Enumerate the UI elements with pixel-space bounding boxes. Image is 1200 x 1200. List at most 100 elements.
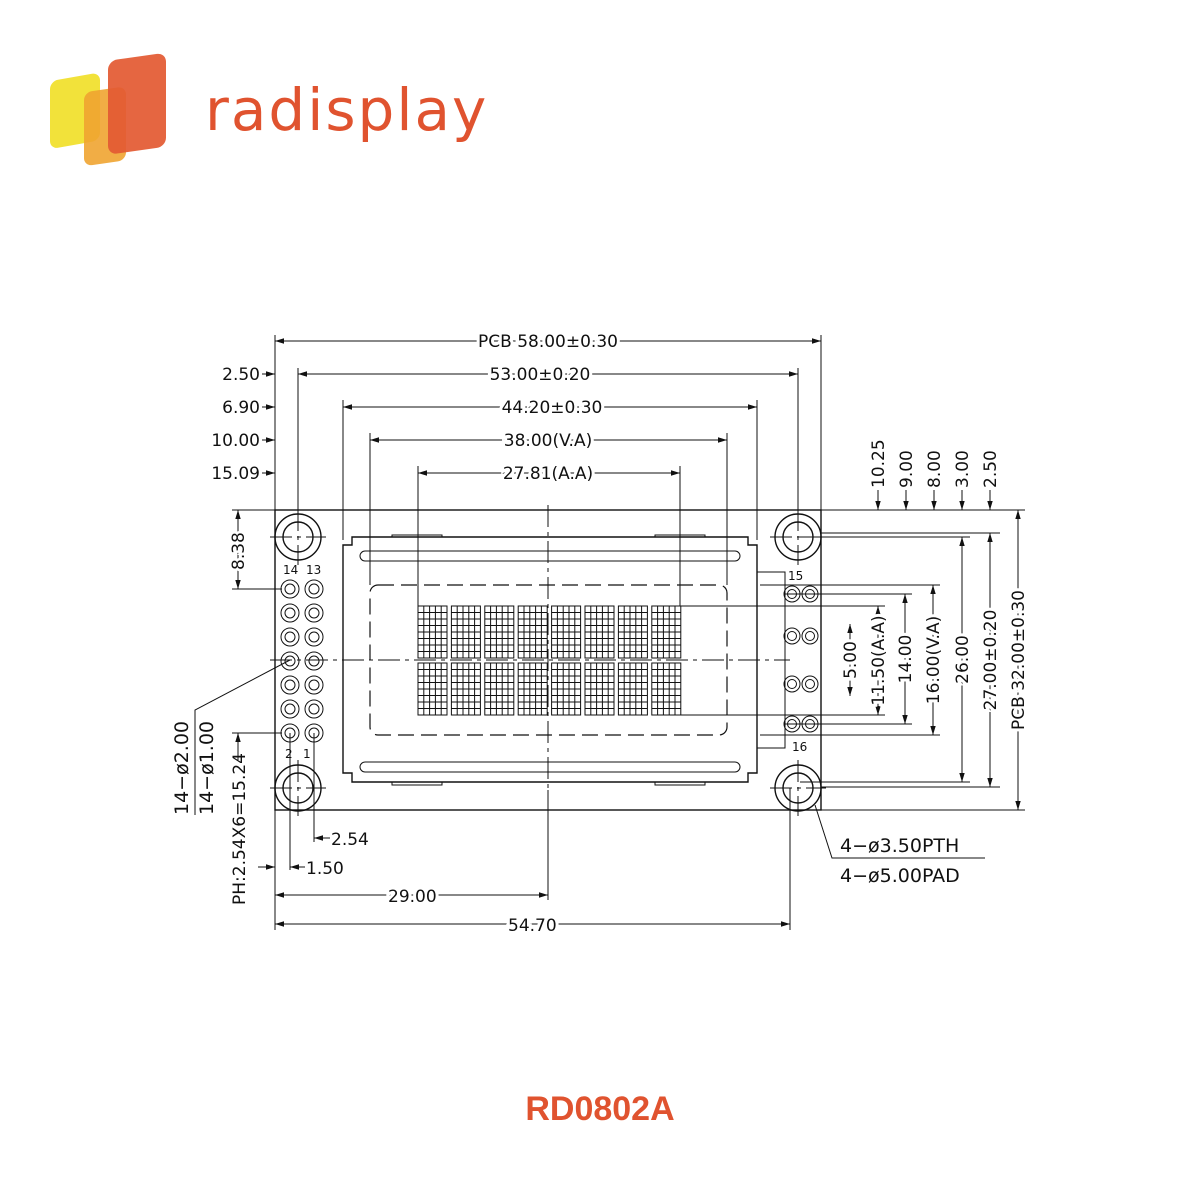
backlight-pin-pad — [783, 675, 801, 693]
backlight-pin-pad — [801, 675, 819, 693]
pin-hole — [284, 679, 296, 691]
right-dim-label: 5.00 — [841, 641, 861, 679]
pin-pad — [304, 579, 324, 599]
backlight-pin-hole — [805, 631, 815, 641]
character-cell — [651, 605, 682, 659]
character-cell — [417, 605, 448, 659]
pin-hole — [284, 655, 296, 667]
pin-pad — [280, 603, 300, 623]
mount-centerline — [270, 760, 326, 816]
top-dim-label: PCB 58.00±0.30 — [478, 332, 618, 352]
character-cell — [450, 662, 481, 716]
right-dim-label: 26.00 — [953, 635, 973, 684]
model-title: RD0802A — [525, 1090, 674, 1128]
pin-pad — [280, 651, 300, 671]
left-offset-label: 2.50 — [222, 365, 260, 385]
dim-pitch: PH:2.54X6=15.24 — [230, 753, 250, 905]
dim-54.70: 54.70 — [508, 916, 557, 936]
pin-label-16: 16 — [792, 740, 807, 754]
pin-pad — [304, 603, 324, 623]
dot-grid — [651, 606, 681, 658]
left-offset-label: 15.09 — [211, 464, 260, 484]
pin-hole — [308, 631, 320, 643]
right-offset-label: 10.25 — [869, 439, 889, 488]
mount-centerline — [270, 509, 326, 565]
pin-hole — [284, 703, 296, 715]
dot-grid — [551, 606, 581, 658]
dot-grid — [484, 663, 514, 715]
right-offset-label: 9.00 — [897, 450, 917, 488]
pin-pad — [304, 699, 324, 719]
character-cell — [450, 605, 481, 659]
bottom-slot — [359, 761, 741, 773]
right-offset-label: 3.00 — [953, 450, 973, 488]
pin-hole — [284, 607, 296, 619]
dot-grid — [451, 663, 481, 715]
pins — [280, 579, 819, 743]
top-dim-label: 53.00±0.20 — [490, 365, 591, 385]
right-offset-label: 2.50 — [981, 450, 1001, 488]
left-offset-label: 10.00 — [211, 431, 260, 451]
top-extension-lines — [274, 335, 822, 606]
backlight-pin-hole — [805, 679, 815, 689]
pin-pad — [280, 627, 300, 647]
bezel-outline — [342, 536, 758, 783]
character-cell — [617, 605, 648, 659]
character-cell — [517, 605, 548, 659]
dot-grid — [451, 606, 481, 658]
backlight-pin-hole — [787, 631, 797, 641]
character-cell — [551, 605, 582, 659]
character-cell — [617, 662, 648, 716]
pin-hole — [308, 583, 320, 595]
mount-pth: 4−ø3.50PTH — [840, 835, 959, 857]
right-dim-label: 14.00 — [896, 635, 916, 684]
pin-label-15: 15 — [788, 569, 803, 583]
brand-logo: radisplay — [50, 53, 488, 166]
top-slot — [359, 550, 741, 562]
pin-pad — [280, 579, 300, 599]
right-dim-label: 11.50(A.A) — [869, 615, 889, 705]
dot-grid — [618, 606, 648, 658]
dot-grid — [651, 663, 681, 715]
backlight-pin-pad — [783, 627, 801, 645]
dot-grid — [585, 606, 614, 658]
pin-pad — [304, 651, 324, 671]
pin-hole-drill: 14−ø1.00 — [196, 721, 218, 815]
dim-8.38: 8.38 — [229, 532, 249, 570]
character-cell — [417, 662, 448, 716]
top-dim-label: 44.20±0.30 — [502, 398, 603, 418]
pin-hole-leader — [194, 659, 291, 815]
pin-hole — [284, 631, 296, 643]
dot-grid — [618, 663, 648, 715]
character-cell — [584, 662, 615, 716]
pin-label-13: 13 — [306, 563, 321, 577]
backlight-pin-pad — [801, 627, 819, 645]
pin-hole — [284, 583, 296, 595]
mount-pad: 4−ø5.00PAD — [840, 865, 960, 887]
character-cell — [584, 605, 615, 659]
dot-grid — [418, 663, 447, 715]
pin-hole — [308, 607, 320, 619]
pin-hole — [308, 703, 320, 715]
logo-red-shape — [108, 53, 166, 154]
right-dim-label: PCB 32.00±0.30 — [1009, 590, 1029, 730]
pin-pad — [304, 675, 324, 695]
dim-1.50: 1.50 — [306, 859, 344, 879]
brand-name: radisplay — [205, 76, 488, 144]
top-dim-label: 27.81(A.A) — [503, 464, 593, 484]
connector-hatch — [756, 571, 786, 749]
character-cell — [484, 605, 515, 659]
character-cell — [517, 662, 548, 716]
left-offset-label: 6.90 — [222, 398, 260, 418]
pin-pad — [304, 627, 324, 647]
pin-hole — [308, 655, 320, 667]
pin-pad — [280, 699, 300, 719]
mount-leader — [814, 804, 985, 859]
pin-label-14: 14 — [283, 563, 298, 577]
dot-grid — [585, 663, 614, 715]
dot-grid — [551, 663, 581, 715]
bottom-extension-lines — [274, 733, 791, 930]
dot-grid — [484, 606, 514, 658]
character-cell — [551, 662, 582, 716]
